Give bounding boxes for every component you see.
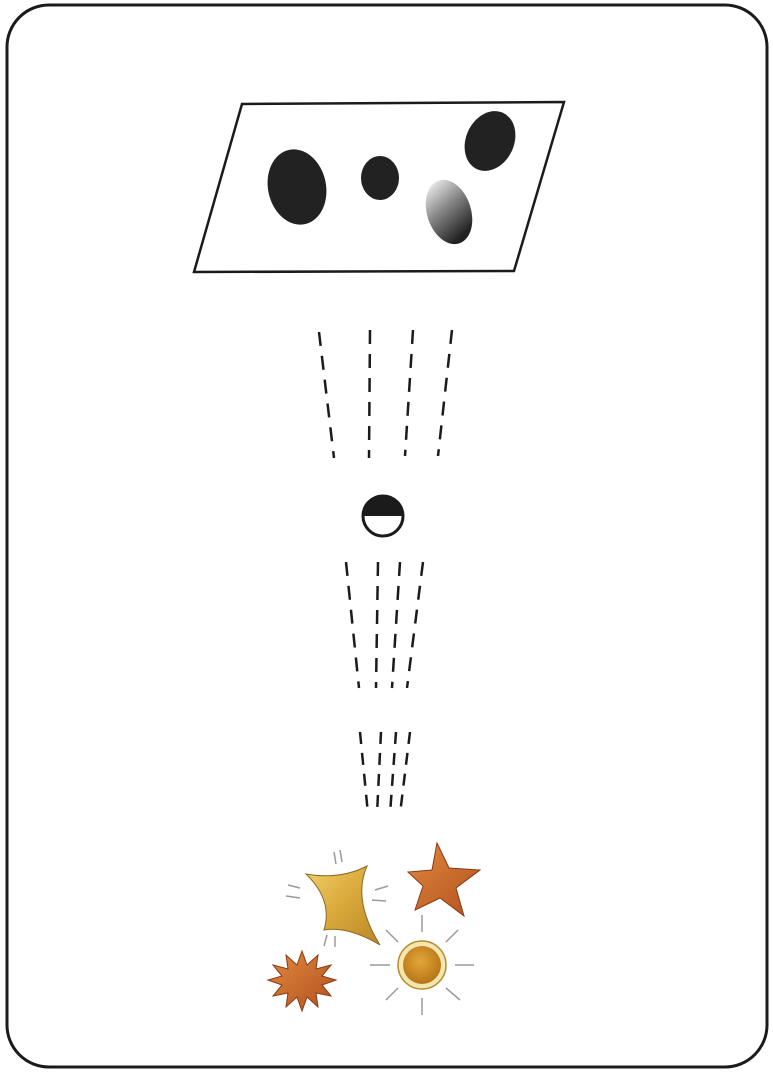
spot-2: [361, 156, 399, 200]
plate-icon: [194, 102, 564, 272]
lens-icon: [363, 496, 403, 536]
